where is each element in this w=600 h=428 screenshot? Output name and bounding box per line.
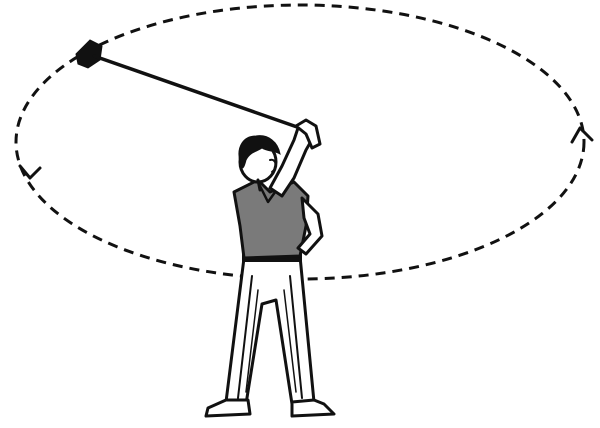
arrow-right-icon	[572, 128, 592, 142]
right-shoe	[292, 400, 334, 416]
shirt	[234, 180, 308, 258]
person	[206, 120, 334, 416]
left-shoe	[206, 400, 250, 416]
weight-ball	[76, 40, 102, 68]
rope	[94, 56, 300, 128]
